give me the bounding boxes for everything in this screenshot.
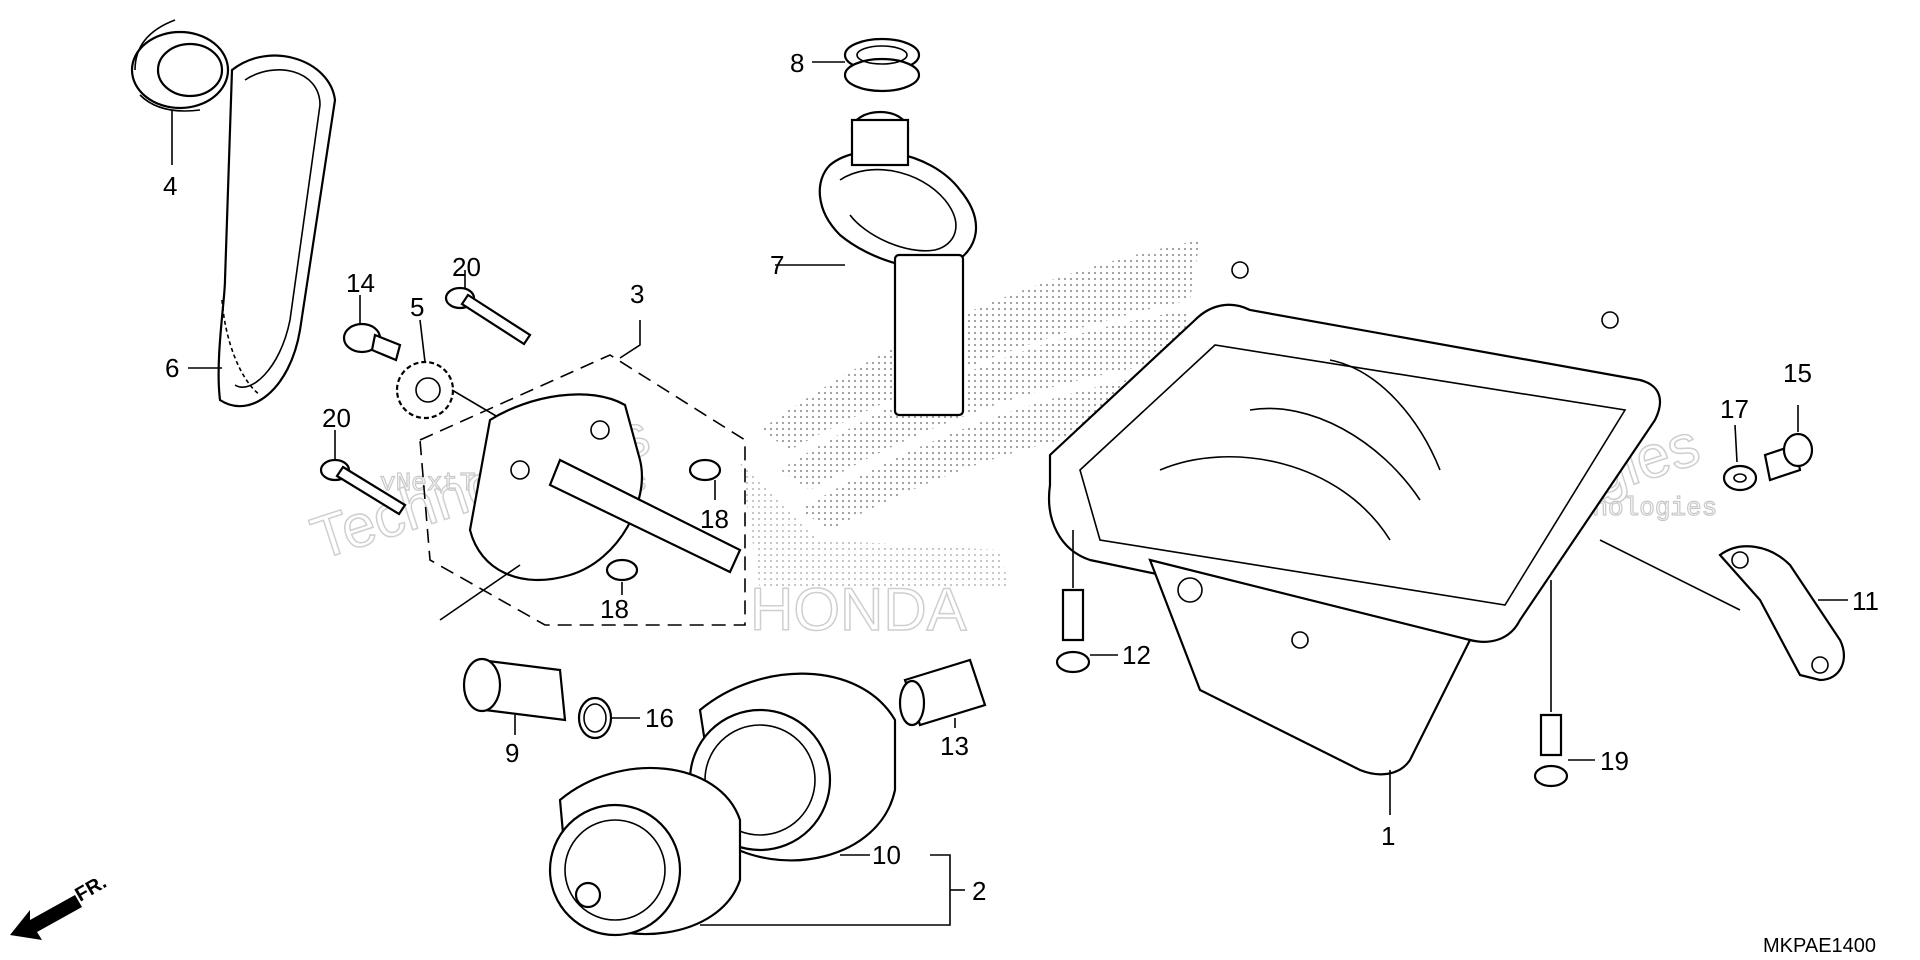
- watermark-line1: vNext: [380, 468, 458, 498]
- callout-labels: 1 2 3 4 5 6 7 8 9 10 11 12 13 14 15 16 1…: [163, 48, 1879, 906]
- callout-19: 19: [1600, 746, 1629, 776]
- callout-20-lower: 20: [322, 403, 351, 433]
- callout-1: 1: [1381, 821, 1395, 851]
- callout-20-upper: 20: [452, 252, 481, 282]
- diagram-code: MKPAE1400: [1763, 935, 1876, 957]
- callout-7: 7: [770, 250, 784, 280]
- part-19-bolt: [1533, 580, 1569, 788]
- callout-3: 3: [630, 279, 644, 309]
- part-7-strainer: [818, 110, 978, 417]
- callout-17: 17: [1720, 394, 1749, 424]
- callout-11: 11: [1852, 586, 1879, 616]
- part-9-valve: [439, 564, 567, 722]
- front-arrow-icon: [10, 895, 82, 940]
- part-2-oil-filter: [548, 766, 742, 937]
- callout-18-lower: 18: [600, 594, 629, 624]
- callout-16: 16: [645, 703, 674, 733]
- callout-12: 12: [1122, 640, 1151, 670]
- part-6-chain: [217, 54, 337, 408]
- callout-5: 5: [410, 292, 424, 322]
- part-16-oring: [577, 696, 613, 740]
- callout-15: 15: [1783, 358, 1812, 388]
- brand-watermark-text: HONDA: [750, 576, 967, 643]
- callout-8: 8: [790, 48, 804, 78]
- part-13-stud: [898, 658, 987, 727]
- part-17-washer: [1722, 464, 1758, 492]
- callout-9: 9: [505, 738, 519, 768]
- callout-6: 6: [165, 353, 179, 383]
- part-8-oring: [843, 37, 921, 93]
- part-14-bolt: [342, 322, 402, 362]
- front-direction-indicator: FR.: [10, 871, 110, 940]
- part-4-sprocket: [130, 19, 230, 112]
- part-11-bracket: [1599, 539, 1845, 682]
- callout-13: 13: [940, 731, 969, 761]
- part-20-bolt-lower: [319, 458, 407, 516]
- callout-14: 14: [346, 268, 375, 298]
- callout-2: 2: [972, 876, 986, 906]
- part-3-oil-pump: [419, 354, 746, 626]
- callout-18-upper: 18: [700, 504, 729, 534]
- callout-10: 10: [872, 840, 901, 870]
- callout-4: 4: [163, 171, 177, 201]
- part-15-bolt: [1763, 432, 1814, 482]
- brand-wing-background: HONDA: [740, 240, 1200, 644]
- part-1-oil-pan: [1048, 261, 1662, 776]
- part-20-bolt-upper: [444, 286, 532, 346]
- part-12-bolt: [1055, 530, 1091, 674]
